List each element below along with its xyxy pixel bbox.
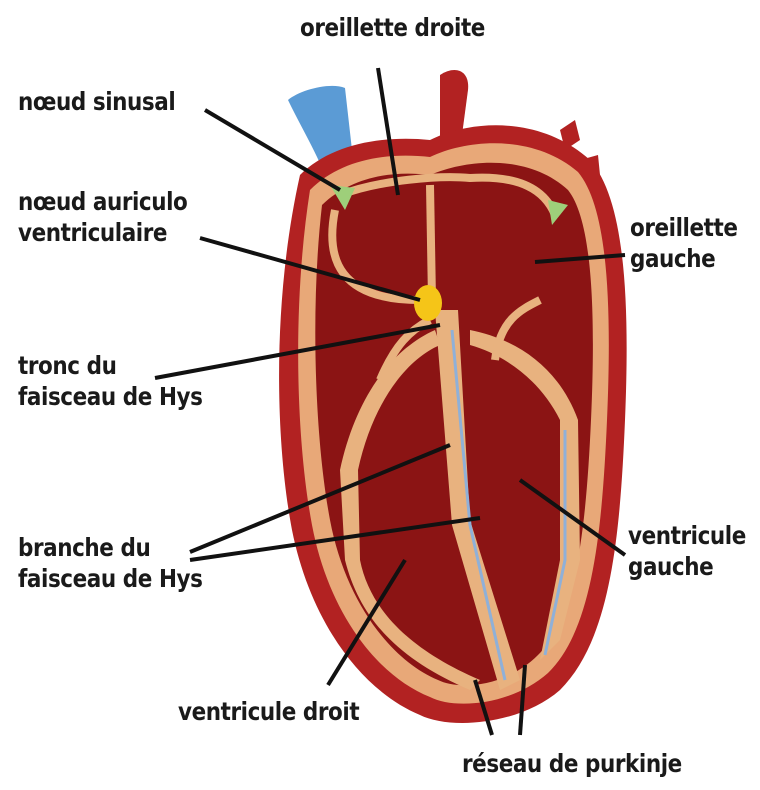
label-text-line1: ventricule [628, 520, 746, 551]
label-text-line1: tronc du [18, 350, 202, 381]
label-ventricule-gauche: ventricule gauche [628, 520, 746, 582]
label-branche-faisceau-hys: branche du faisceau de Hys [18, 532, 202, 594]
label-text-line2: faisceau de Hys [18, 381, 202, 412]
label-text-line1: nœud auriculo [18, 186, 187, 217]
label-text-line2: ventriculaire [18, 217, 187, 248]
label-text-line2: gauche [628, 551, 746, 582]
label-noeud-sinusal: nœud sinusal [18, 86, 175, 117]
label-tronc-faisceau-hys: tronc du faisceau de Hys [18, 350, 202, 412]
av-node [414, 285, 442, 321]
label-text: oreillette droite [300, 12, 485, 43]
label-text: ventricule droit [178, 696, 359, 727]
label-reseau-purkinje: réseau de purkinje [462, 748, 682, 779]
label-ventricule-droit: ventricule droit [178, 696, 359, 727]
label-oreillette-gauche: oreillette gauche [630, 212, 737, 274]
label-oreillette-droite: oreillette droite [300, 12, 485, 43]
label-text-line1: branche du [18, 532, 202, 563]
label-text-line1: oreillette [630, 212, 737, 243]
label-text-line2: gauche [630, 243, 737, 274]
label-text-line2: faisceau de Hys [18, 563, 202, 594]
label-text: nœud sinusal [18, 86, 175, 117]
internodal-path-3 [430, 185, 432, 300]
label-noeud-auriculo-ventriculaire: nœud auriculo ventriculaire [18, 186, 187, 248]
label-text: réseau de purkinje [462, 748, 682, 779]
